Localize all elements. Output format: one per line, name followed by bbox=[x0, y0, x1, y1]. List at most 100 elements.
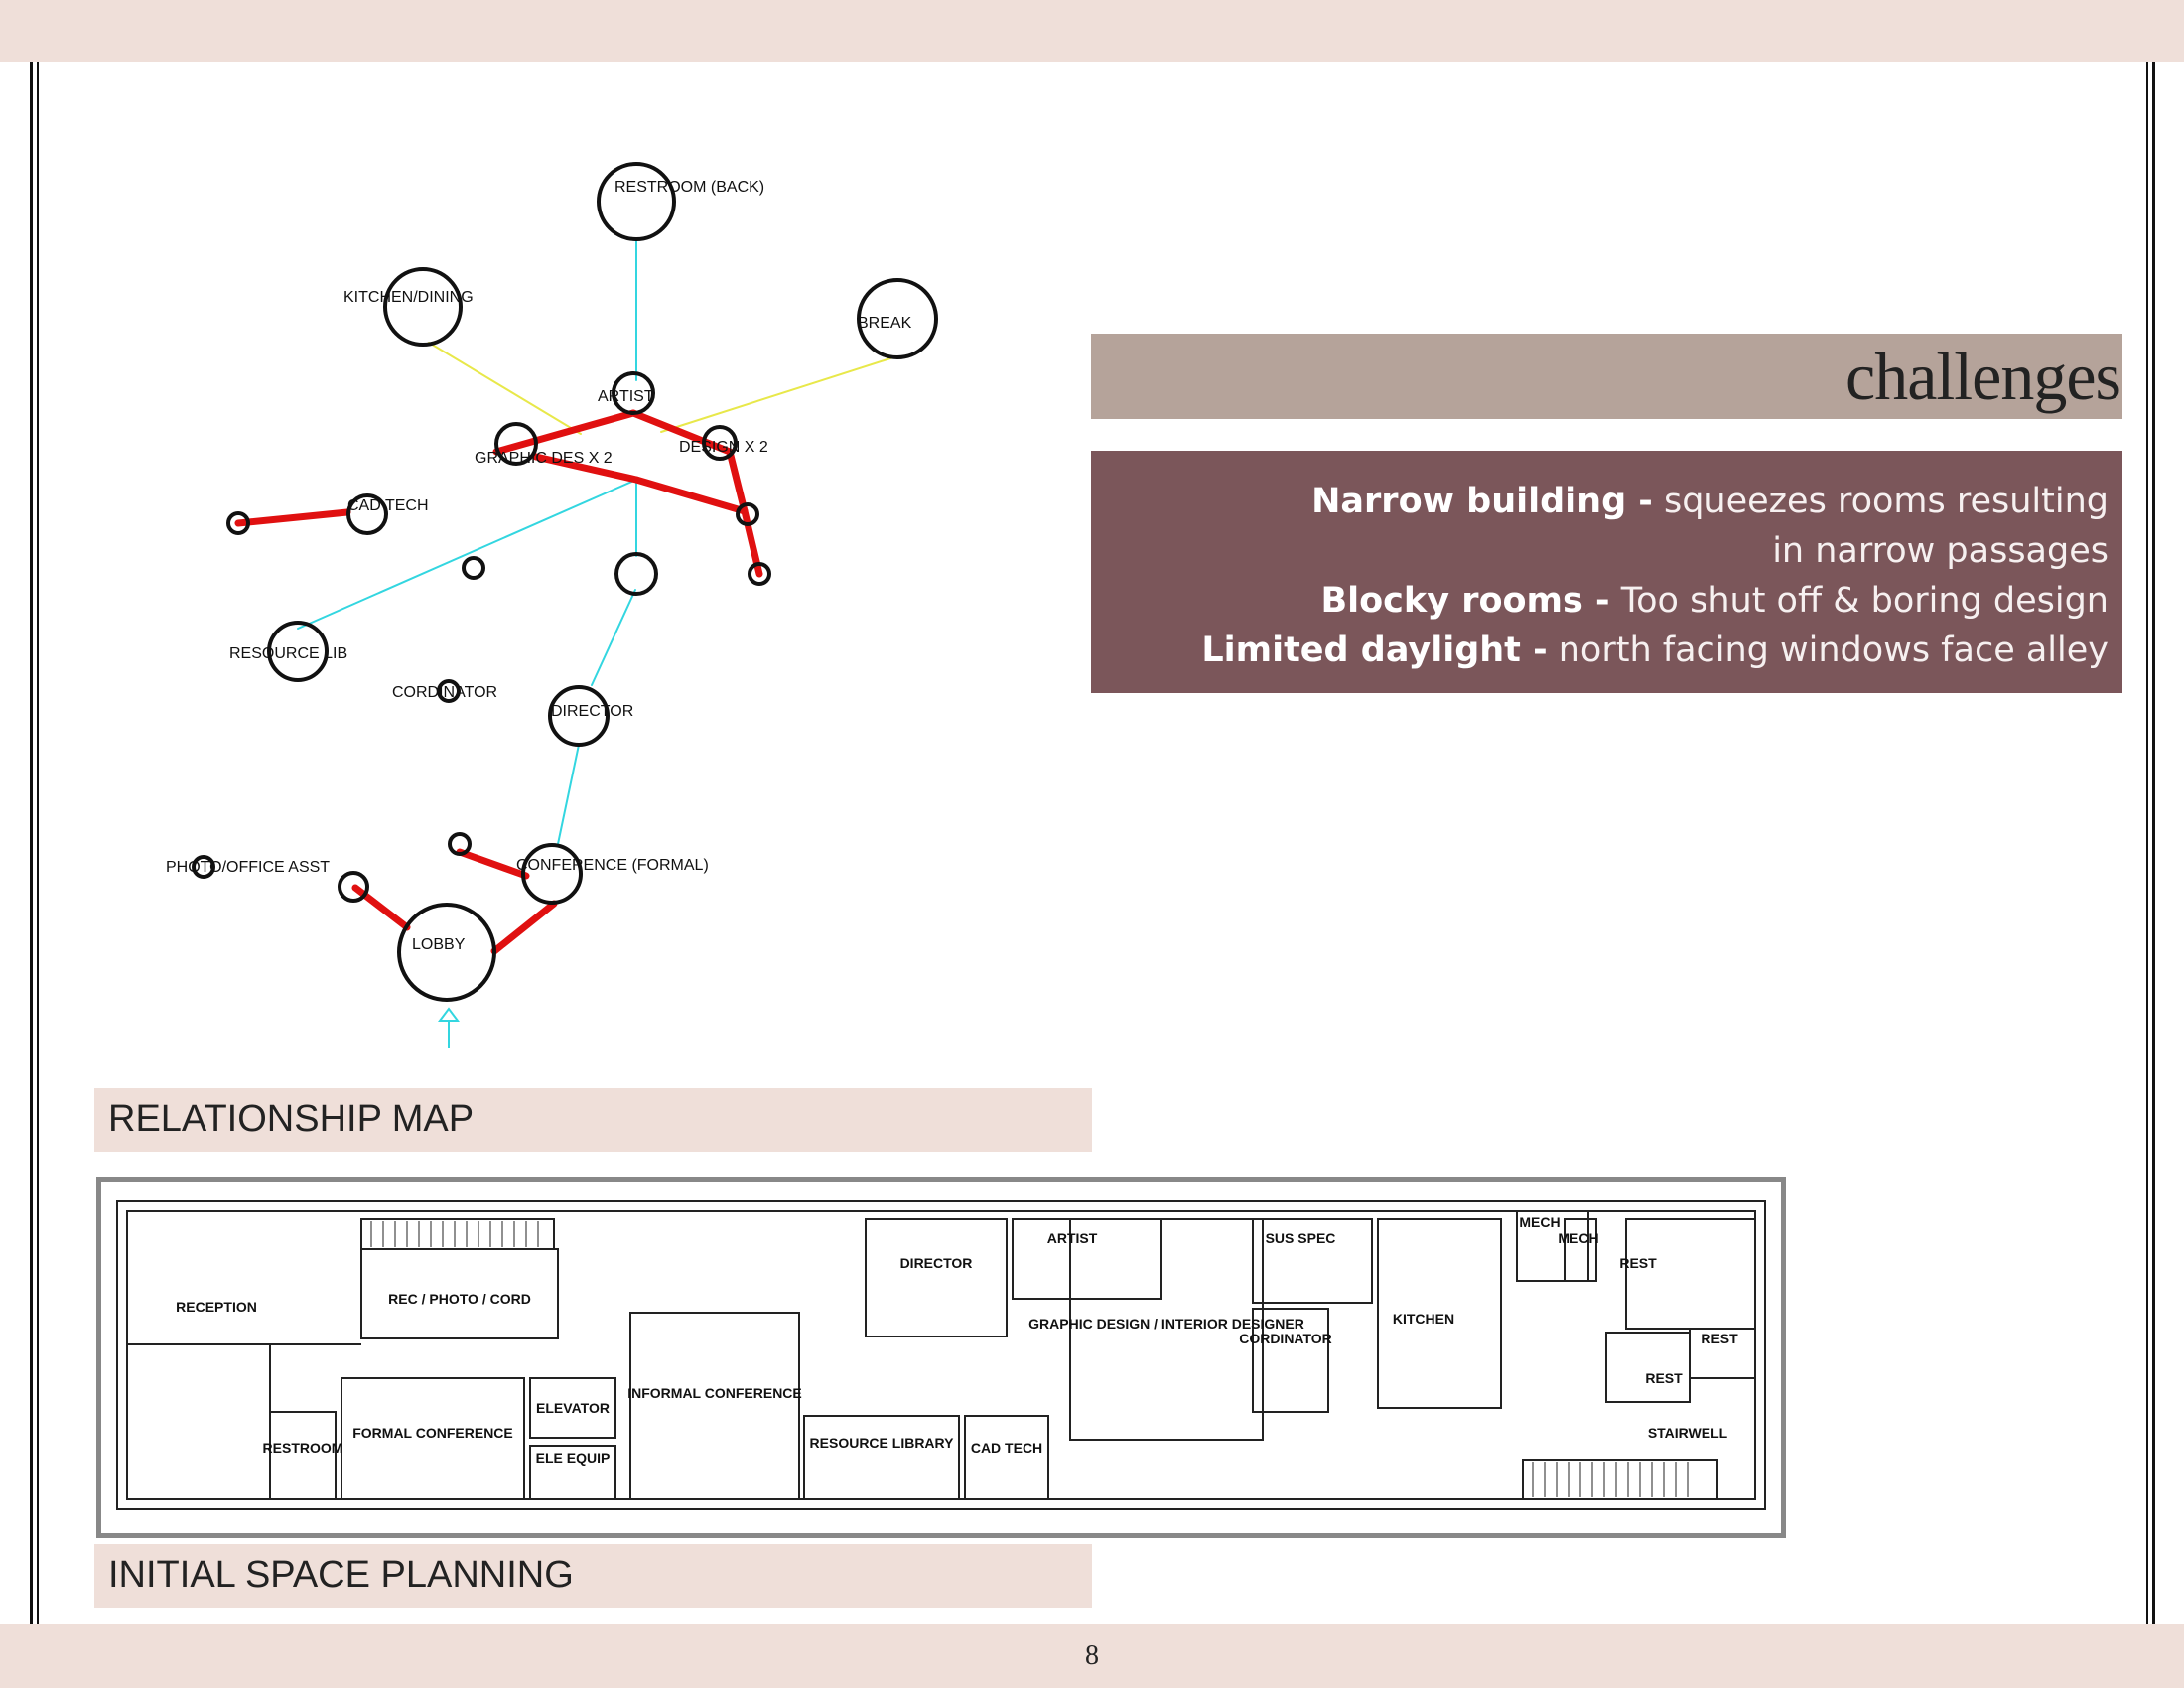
room-elevator bbox=[529, 1377, 616, 1439]
entry-arrow-icon bbox=[438, 1007, 460, 1048]
plan-label-rec-photo-cord: REC / PHOTO / CORD bbox=[388, 1291, 531, 1307]
plan-label-elevator: ELEVATOR bbox=[536, 1400, 610, 1416]
node-small bbox=[614, 552, 658, 596]
room-kitchen bbox=[1377, 1218, 1502, 1409]
challenge-item: Narrow building - squeezes rooms resulti… bbox=[1311, 482, 2109, 521]
relationship-map-label-bar: RELATIONSHIP MAP bbox=[94, 1088, 1092, 1152]
node-restroom-back bbox=[597, 162, 676, 241]
node-resource-lib bbox=[267, 621, 329, 682]
node-lobby bbox=[397, 903, 496, 1002]
adjacency-strong-line bbox=[234, 508, 351, 527]
node-small bbox=[448, 832, 472, 856]
label-cad-tech: CAD TECH bbox=[347, 497, 429, 514]
plan-label-cordinator: CORDINATOR bbox=[1239, 1331, 1332, 1346]
adjacency-strong-line bbox=[629, 409, 734, 456]
right-border-line bbox=[2152, 62, 2155, 1624]
node-break bbox=[857, 278, 938, 359]
challenges-box: Narrow building - squeezes rooms resulti… bbox=[1091, 451, 2122, 693]
node-design bbox=[702, 425, 738, 461]
page-number: 8 bbox=[1085, 1640, 1099, 1671]
adjacency-medium-line bbox=[557, 744, 580, 845]
node-small bbox=[748, 562, 771, 586]
adjacency-medium-line bbox=[591, 589, 636, 686]
space-planning-label-bar: INITIAL SPACE PLANNING bbox=[94, 1544, 1092, 1608]
plan-label-formal-conference: FORMAL CONFERENCE bbox=[352, 1425, 513, 1441]
label-break: BREAK bbox=[858, 315, 912, 332]
node-kitchen-dining bbox=[383, 267, 463, 347]
node-artist bbox=[612, 371, 655, 415]
challenges-heading-bar: challenges bbox=[1091, 334, 2122, 419]
adjacency-strong-line bbox=[726, 448, 749, 515]
label-design-x2: DESIGN X 2 bbox=[679, 439, 768, 456]
room-ele-equip bbox=[529, 1445, 616, 1500]
node-small bbox=[338, 871, 369, 903]
space-planning-label: INITIAL SPACE PLANNING bbox=[108, 1554, 574, 1596]
room-rest-1 bbox=[1625, 1218, 1756, 1330]
plan-label-mech-1: MECH bbox=[1519, 1214, 1560, 1230]
plan-label-rest-1: REST bbox=[1619, 1255, 1657, 1271]
label-photo-office-asst: PHOTO/OFFICE ASST bbox=[166, 859, 330, 876]
left-border-line-inner bbox=[37, 62, 39, 1624]
adjacency-strong-line bbox=[492, 409, 637, 456]
challenges-title: challenges bbox=[1845, 339, 2121, 414]
right-border-line-inner bbox=[2146, 62, 2148, 1624]
adjacency-strong-line bbox=[490, 900, 558, 955]
plan-label-rest-2: REST bbox=[1701, 1331, 1738, 1346]
node-director bbox=[548, 685, 610, 747]
room-resource-library bbox=[803, 1415, 960, 1500]
room-restroom bbox=[269, 1411, 337, 1500]
relationship-map-label: RELATIONSHIP MAP bbox=[108, 1098, 475, 1140]
plan-label-director: DIRECTOR bbox=[900, 1255, 973, 1271]
room-cad-tech bbox=[964, 1415, 1049, 1500]
node-photo-office-asst bbox=[192, 855, 215, 879]
stair-top bbox=[360, 1218, 555, 1250]
plan-label-reception: RECEPTION bbox=[176, 1299, 257, 1315]
label-conference-formal: CONFERENCE (FORMAL) bbox=[516, 857, 709, 874]
room-mech-1 bbox=[1516, 1210, 1589, 1282]
label-kitchen-dining: KITCHEN/DINING bbox=[343, 289, 474, 306]
plan-label-stairwell: STAIRWELL bbox=[1648, 1425, 1728, 1441]
room-sus-spec bbox=[1252, 1218, 1373, 1304]
room-rec-photo-cord bbox=[360, 1248, 559, 1339]
room-rest-3 bbox=[1605, 1332, 1691, 1403]
adjacency-strong-line bbox=[632, 476, 749, 515]
adjacency-strong-line bbox=[456, 848, 530, 880]
node-small bbox=[736, 502, 759, 526]
plan-label-resource-library: RESOURCE LIBRARY bbox=[810, 1435, 955, 1451]
node-small bbox=[226, 511, 250, 535]
room-cordinator bbox=[1252, 1308, 1329, 1413]
plan-label-sus-spec: SUS SPEC bbox=[1266, 1230, 1336, 1246]
challenge-item: Blocky rooms - Too shut off & boring des… bbox=[1320, 581, 2109, 621]
relationship-map: RESTROOM (BACK) KITCHEN/DINING BREAK ART… bbox=[166, 162, 938, 1048]
challenge-item: Limited daylight - north facing windows … bbox=[1201, 631, 2109, 670]
plan-label-informal-conference: INFORMAL CONFERENCE bbox=[627, 1385, 802, 1401]
top-band bbox=[0, 0, 2184, 62]
label-lobby: LOBBY bbox=[412, 936, 466, 953]
node-conference-formal bbox=[521, 843, 583, 905]
label-resource-lib: RESOURCE LIB bbox=[229, 645, 347, 662]
plan-label-rest-3: REST bbox=[1645, 1370, 1683, 1386]
room-informal-conference bbox=[629, 1312, 800, 1500]
adjacency-strong-line bbox=[532, 453, 640, 484]
outer-wall bbox=[116, 1200, 1766, 1510]
plan-label-mech-2: MECH bbox=[1558, 1230, 1598, 1246]
plan-label-ele-equip: ELE EQUIP bbox=[536, 1450, 611, 1466]
plan-label-cad-tech: CAD TECH bbox=[971, 1440, 1042, 1456]
plan-label-artist: ARTIST bbox=[1047, 1230, 1098, 1246]
plan-label-graphic-design: GRAPHIC DESIGN / INTERIOR DESIGNER bbox=[1028, 1316, 1304, 1332]
node-cad-tech bbox=[346, 493, 388, 535]
label-restroom-back: RESTROOM (BACK) bbox=[614, 179, 764, 196]
floor-plan-frame: RECEPTION REC / PHOTO / CORD RESTROOM FO… bbox=[96, 1177, 1786, 1538]
label-graphic-des-x2: GRAPHIC DES X 2 bbox=[475, 450, 613, 467]
stair-bottom bbox=[1522, 1459, 1718, 1500]
floor-plan: RECEPTION REC / PHOTO / CORD RESTROOM FO… bbox=[116, 1200, 1766, 1510]
label-director: DIRECTOR bbox=[551, 703, 633, 720]
node-graphic-des bbox=[494, 422, 538, 466]
adjacency-weak-line bbox=[660, 356, 894, 433]
node-cordinator bbox=[437, 679, 461, 703]
adjacency-weak-line bbox=[428, 342, 582, 435]
node-small bbox=[462, 556, 485, 580]
room-mech-2 bbox=[1564, 1218, 1597, 1282]
room-director bbox=[865, 1218, 1008, 1337]
label-cordinator: CORDINATOR bbox=[392, 684, 497, 701]
